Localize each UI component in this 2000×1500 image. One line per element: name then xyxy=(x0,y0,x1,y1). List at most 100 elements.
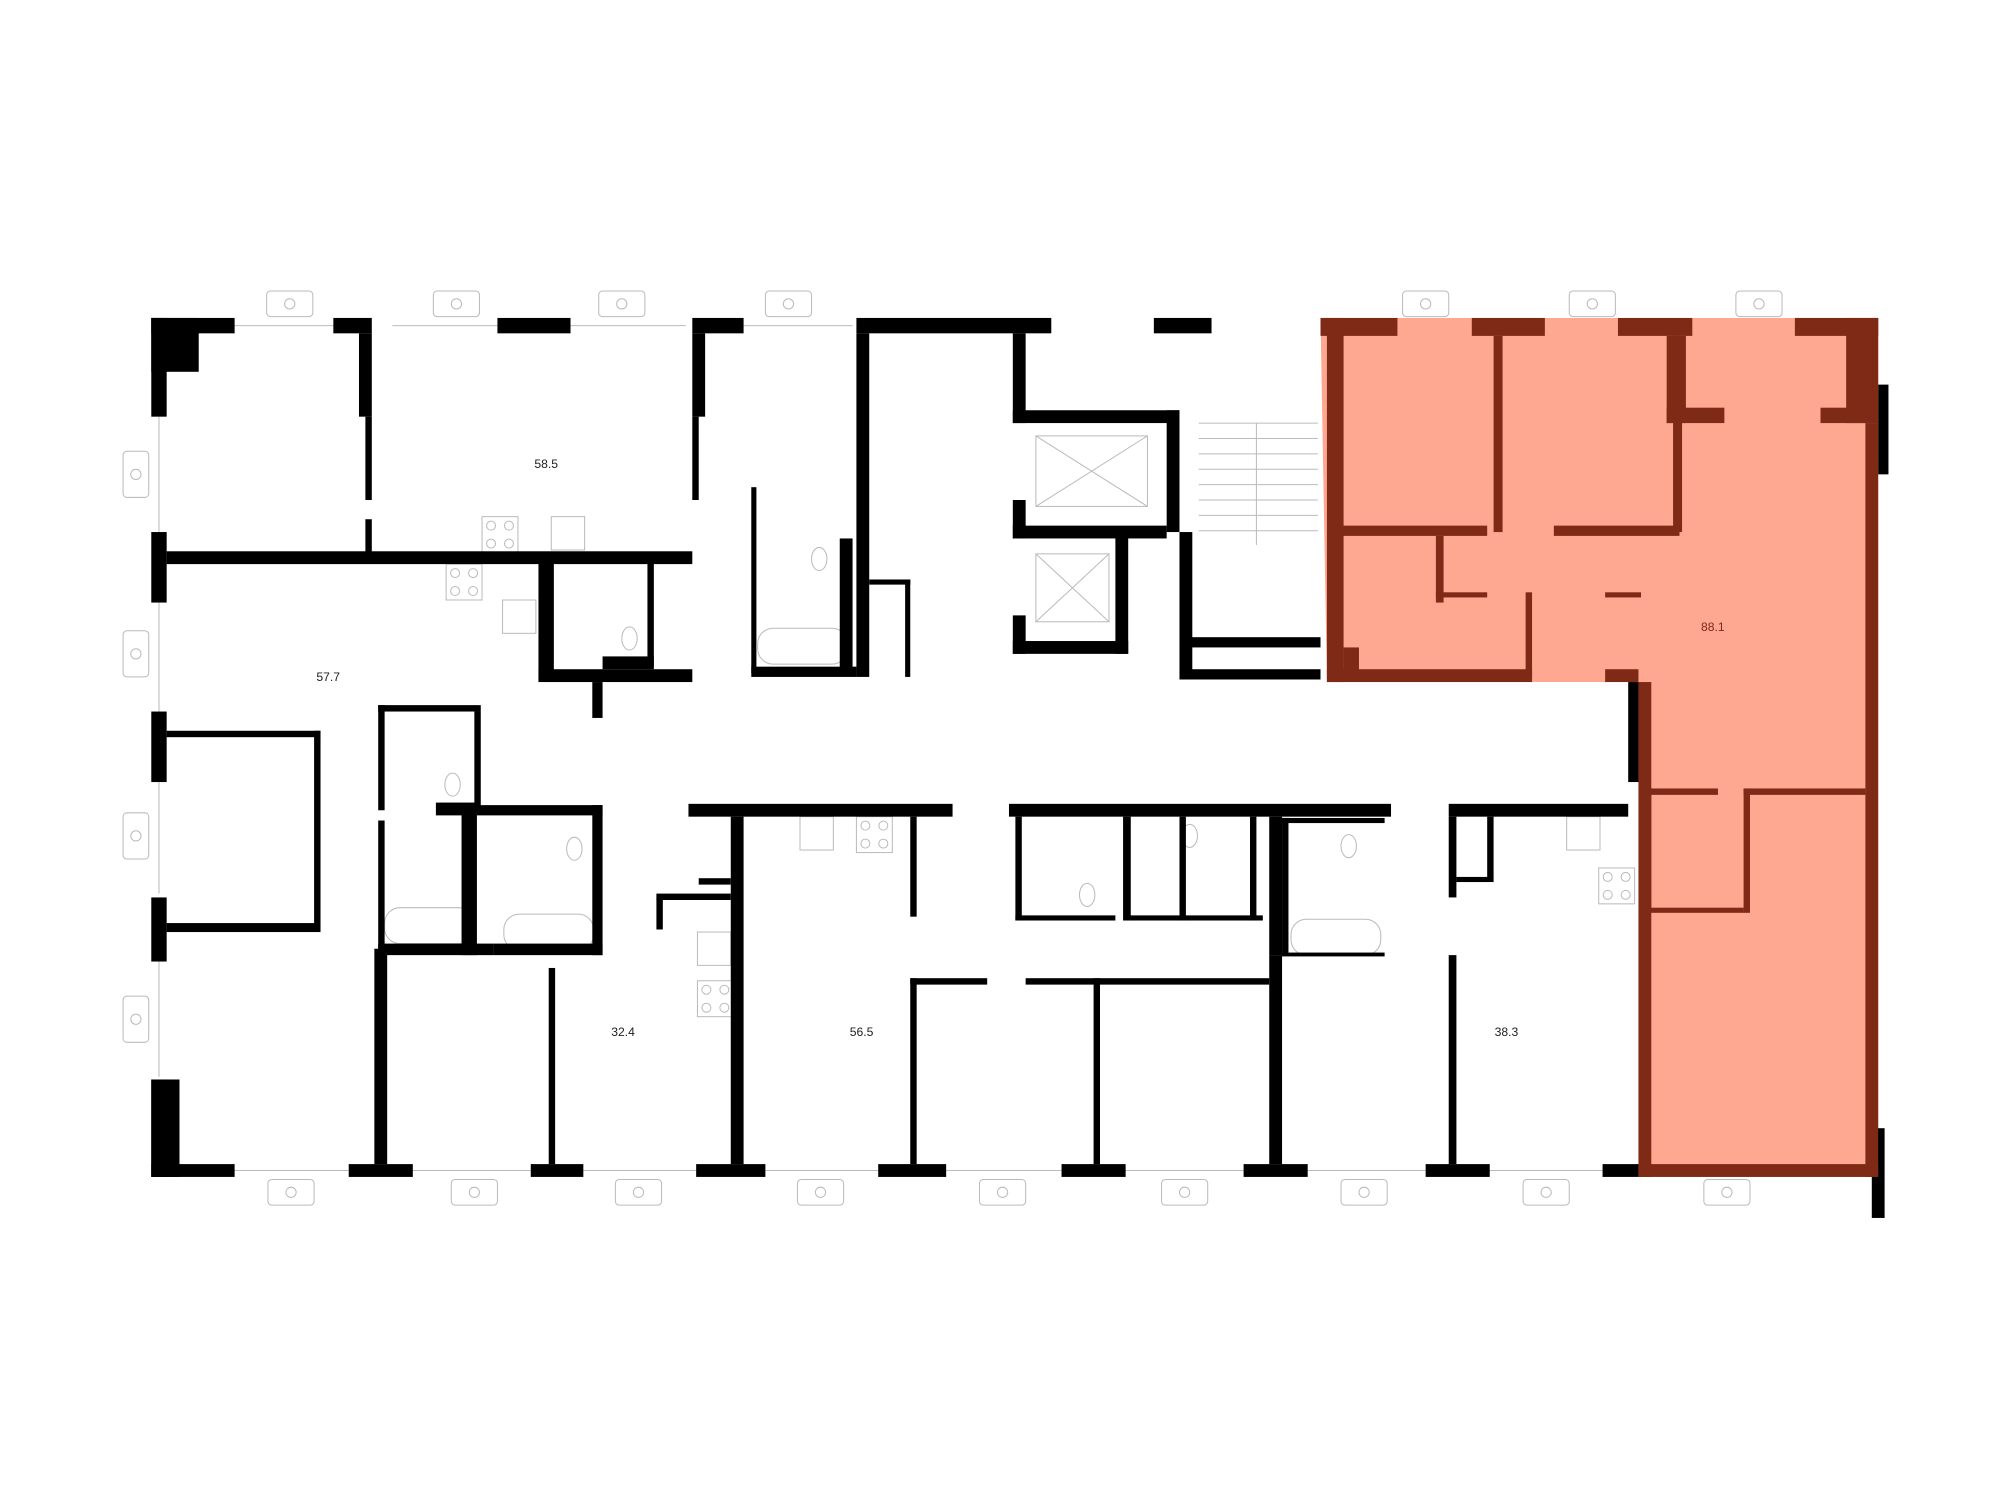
bathtub-icon xyxy=(757,627,848,665)
stove-icon xyxy=(1620,871,1631,882)
stove-icon xyxy=(1598,867,1636,905)
wall xyxy=(1425,1164,1490,1177)
wall xyxy=(910,978,988,985)
wall xyxy=(1282,817,1385,824)
window-plant-icon xyxy=(1735,290,1783,318)
wall xyxy=(378,943,494,956)
stove-icon xyxy=(450,568,461,579)
wall xyxy=(656,893,731,900)
wall xyxy=(692,416,699,500)
wall xyxy=(378,705,481,712)
window-plant-icon xyxy=(122,812,150,860)
window-plant-icon xyxy=(1568,290,1616,318)
wall xyxy=(839,538,853,674)
window-plant-icon xyxy=(1161,1178,1209,1206)
wall xyxy=(1743,788,1866,795)
wall xyxy=(1605,669,1639,683)
wall xyxy=(374,948,388,1165)
wall xyxy=(1269,955,1283,1165)
wall xyxy=(1628,682,1639,783)
sink-icon xyxy=(1566,816,1601,851)
wall xyxy=(1093,978,1100,1165)
toilet-icon xyxy=(566,836,583,861)
unit-area-label[interactable]: 58.5 xyxy=(534,457,558,471)
wall xyxy=(647,561,654,667)
wall xyxy=(1326,317,1344,683)
elevator-icon xyxy=(1035,553,1110,623)
stove-icon xyxy=(1602,871,1613,882)
wall xyxy=(1666,335,1686,424)
wall xyxy=(1865,423,1879,1177)
wall xyxy=(151,1079,180,1177)
wall xyxy=(1448,955,1457,1165)
wall xyxy=(1012,333,1026,424)
window-plant-icon xyxy=(284,298,296,310)
wall xyxy=(1605,592,1642,598)
toilet-icon xyxy=(444,772,461,797)
unit-area-label[interactable]: 57.7 xyxy=(316,670,340,684)
bathtub-icon xyxy=(384,907,475,945)
window-plant-icon xyxy=(285,1186,297,1198)
wall xyxy=(1125,915,1263,921)
stove-icon xyxy=(445,563,483,601)
wall xyxy=(548,967,556,1165)
wall xyxy=(1553,525,1680,536)
wall xyxy=(333,317,372,334)
wall xyxy=(696,1164,766,1177)
wall xyxy=(1115,532,1129,654)
stove-icon xyxy=(696,980,734,1018)
selected-apartment-area[interactable] xyxy=(1320,317,1879,1177)
wall xyxy=(166,730,321,738)
wall xyxy=(1012,410,1180,424)
wall xyxy=(1638,1164,1879,1177)
wall xyxy=(910,978,917,1165)
selected-unit-area-label[interactable]: 88.1 xyxy=(1701,620,1725,634)
window-plant-icon xyxy=(598,290,646,318)
wall xyxy=(688,803,953,817)
wall xyxy=(151,532,167,603)
window-plant-icon xyxy=(122,995,150,1043)
wall xyxy=(592,805,603,956)
wall xyxy=(856,333,870,677)
wall xyxy=(878,1164,947,1177)
bathtub-icon xyxy=(1290,918,1382,956)
wall xyxy=(1471,317,1545,336)
wall xyxy=(1250,816,1257,921)
window-plant-icon xyxy=(978,1178,1027,1206)
stove-icon xyxy=(860,838,871,849)
stove-icon xyxy=(486,538,497,549)
wall xyxy=(1456,876,1494,883)
wall xyxy=(730,816,744,1165)
wall xyxy=(1820,407,1872,424)
window-plant-icon xyxy=(1540,1186,1552,1198)
wall xyxy=(1269,816,1283,956)
stove-icon xyxy=(701,1002,712,1013)
window-plant-icon xyxy=(1753,298,1765,310)
stove-icon xyxy=(468,586,479,597)
wall xyxy=(1343,647,1359,677)
toilet-icon xyxy=(621,626,638,651)
wall xyxy=(1493,335,1503,533)
window-plant-icon xyxy=(616,298,628,310)
wall xyxy=(1015,915,1116,921)
unit-area-label[interactable]: 38.3 xyxy=(1495,1025,1519,1039)
unit-area-label[interactable]: 32.4 xyxy=(611,1025,635,1039)
wall xyxy=(856,317,1052,334)
wall xyxy=(1153,317,1212,334)
stove-icon xyxy=(855,816,893,854)
window-plant-icon xyxy=(122,630,150,678)
window-plant-icon xyxy=(1420,298,1432,310)
wall xyxy=(365,416,372,500)
windows xyxy=(122,290,1824,1206)
elevator-icon xyxy=(1035,553,1110,623)
window-plant-icon xyxy=(266,290,314,318)
wall xyxy=(530,1164,584,1177)
window-plant-icon xyxy=(1402,290,1450,318)
unit-area-label[interactable]: 56.5 xyxy=(850,1025,874,1039)
stove-icon xyxy=(860,820,871,831)
window-plant-icon xyxy=(468,1186,481,1198)
wall xyxy=(1008,803,1392,817)
wall xyxy=(538,669,693,683)
window-plant-icon xyxy=(130,830,142,842)
